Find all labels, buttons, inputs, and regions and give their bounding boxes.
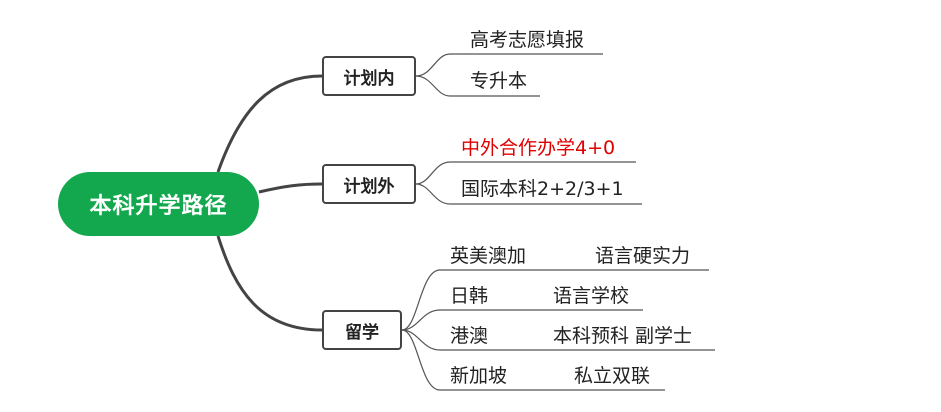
branch-study-abroad[interactable]: 留学 xyxy=(322,310,402,350)
connector-study-abroad-leaf-3 xyxy=(401,329,715,351)
leaf-hk-macau[interactable]: 港澳 xyxy=(450,325,489,347)
connector-root-plan-out xyxy=(258,182,323,194)
connector-root-plan-in xyxy=(216,74,323,173)
connector-study-abroad-leaf-1 xyxy=(401,269,709,331)
leaf-japan-korea[interactable]: 日韩 xyxy=(450,285,489,307)
connector-plan-in-leaf-1 xyxy=(415,53,603,77)
leaf-japan-korea-detail: 语言学校 xyxy=(553,285,630,307)
branch-plan-out[interactable]: 计划外 xyxy=(322,164,416,204)
leaf-zhuanshengben[interactable]: 专升本 xyxy=(470,70,528,92)
leaf-international-bachelor[interactable]: 国际本科2+2/3+1 xyxy=(461,178,624,200)
leaf-sino-foreign[interactable]: 中外合作办学4+0 xyxy=(461,137,616,159)
leaf-singapore[interactable]: 新加坡 xyxy=(450,365,508,387)
leaf-singapore-detail: 私立双联 xyxy=(574,365,651,387)
connector-plan-out-leaf-2 xyxy=(415,183,642,205)
leaf-uk-us-au-ca-detail: 语言硬实力 xyxy=(595,245,691,267)
leaf-hk-macau-detail: 本科预科 副学士 xyxy=(553,325,693,347)
leaf-gaokao[interactable]: 高考志愿填报 xyxy=(470,29,585,51)
connector-plan-in-leaf-2 xyxy=(415,75,540,97)
root-node[interactable]: 本科升学路径 xyxy=(58,172,259,236)
connector-root-study-abroad xyxy=(216,235,323,332)
leaf-uk-us-au-ca[interactable]: 英美澳加 xyxy=(450,245,527,267)
connector-study-abroad-leaf-2 xyxy=(401,309,643,331)
connector-study-abroad-leaf-4 xyxy=(401,329,665,391)
branch-plan-in[interactable]: 计划内 xyxy=(322,56,416,96)
connector-plan-out-leaf-1 xyxy=(415,161,636,185)
